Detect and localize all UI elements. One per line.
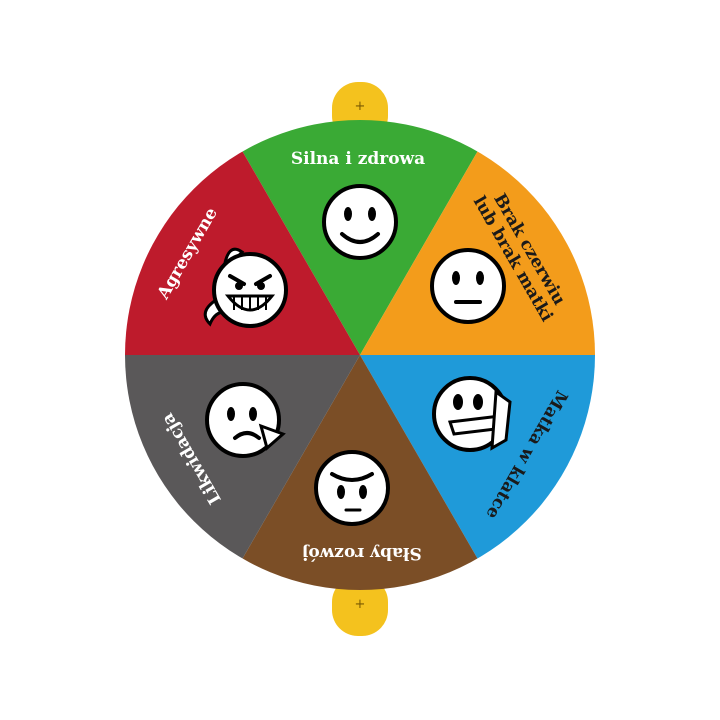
devil-face-icon	[203, 247, 288, 328]
segment-label-line: Słaby rozwój	[302, 543, 422, 563]
segment-label-line: Silna i zdrowa	[291, 149, 425, 169]
wheel-faces	[203, 184, 512, 526]
sad-face-icon	[205, 382, 286, 458]
wheel-segments	[66, 120, 595, 609]
bottom-tab-plus: +	[355, 597, 366, 612]
top-tab-plus: +	[355, 99, 366, 114]
segment-label-slaby: Słaby rozwój	[302, 543, 422, 563]
weak-face-icon	[314, 450, 390, 526]
bottom-tab[interactable]: +	[332, 576, 388, 636]
smile-face-icon	[322, 184, 398, 260]
caged-face-icon	[432, 376, 512, 452]
neutral-face-icon	[430, 248, 506, 324]
segment-label-silna: Silna i zdrowa	[291, 149, 425, 169]
segment-likw[interactable]	[66, 355, 360, 609]
